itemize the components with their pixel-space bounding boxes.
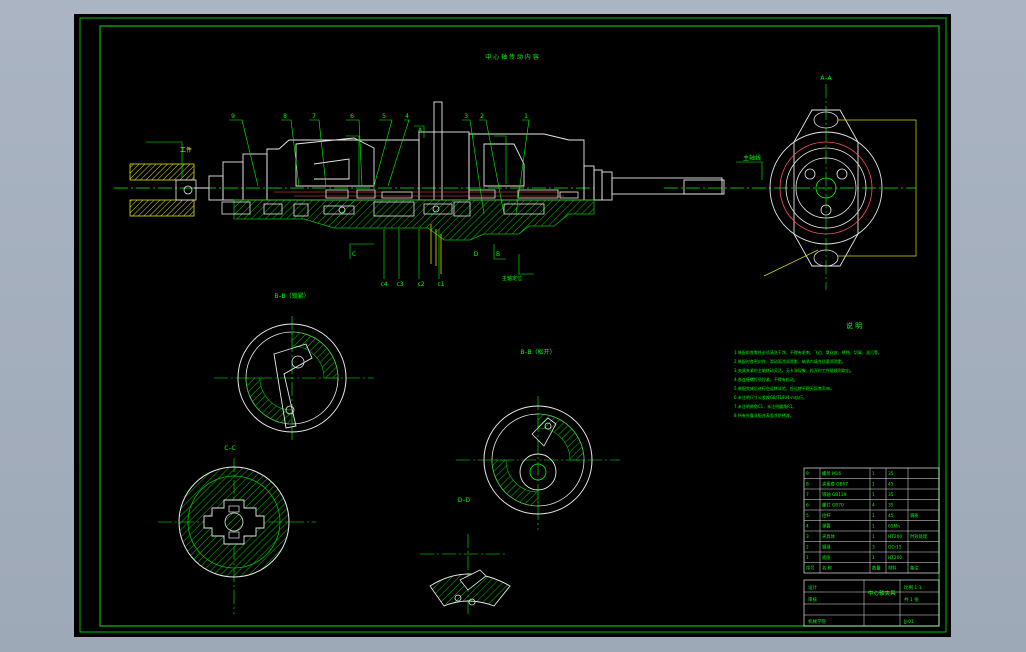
note-line-2: 2.装配时各密封件、滑动面涂润滑脂，轴承内填充适量润滑脂。	[734, 358, 846, 364]
view-cc-label: C–C	[224, 445, 235, 452]
balloon-3: 3	[464, 113, 468, 120]
bom-row-8-qty: 1	[872, 482, 875, 488]
bom-row-1-name: 底座	[822, 554, 831, 561]
bom-header-qty: 数量	[872, 565, 881, 572]
bom-row-5-note: 调质	[910, 512, 919, 519]
title-name: 中心轴夹具	[868, 589, 896, 597]
view-aa: A–A	[763, 75, 917, 290]
view-dd-label: D–D	[458, 497, 471, 504]
bom-row-1-no: 1	[806, 555, 809, 561]
sub-balloon-c3: c3	[396, 281, 403, 288]
bom-row-1-qty: 1	[872, 555, 875, 561]
title-block: 设计 审核 机械学院 中心轴夹具 比例 1:1 共 1 张 JJ-01	[803, 579, 940, 627]
bom-row-5-name: 拉杆	[822, 512, 831, 519]
cad-drawing: 中 心 轴 传 动 内 容	[79, 17, 947, 633]
section-letter-d: D	[474, 251, 479, 258]
bom-row-4-qty: 1	[872, 524, 875, 530]
bom-row-8-name: 夹紧套 GB67	[822, 481, 848, 488]
bom-row-1-mat: HT200	[888, 555, 902, 561]
bom-row-2-no: 2	[806, 545, 809, 551]
view-cc: C–C	[158, 445, 316, 614]
technical-notes: 说 明 1.装配前各零件必须清洗干净，不得有毛刺、飞边、氧化皮、锈蚀、切屑、油污…	[734, 321, 882, 418]
bom-row-9-mat: 35	[888, 471, 894, 477]
bom-row-7-mat: 35	[888, 492, 894, 498]
bom-row-4-mat: 65Mn	[888, 524, 900, 530]
tag-workpiece: 工件	[180, 146, 192, 154]
note-axis-position: 主轴定位	[502, 275, 522, 282]
sub-balloon-c4: c4	[380, 281, 387, 288]
section-letter-b: B	[496, 251, 500, 258]
balloon-6: 6	[350, 113, 354, 120]
view-dd: D–D	[420, 497, 511, 614]
bom-header-mat: 材料	[888, 565, 897, 572]
section-letter-a: A	[418, 127, 423, 134]
note-line-6: 6.未注明尺寸公差按GB/T1804-m执行。	[734, 394, 807, 400]
balloon-1: 1	[524, 113, 528, 120]
bom-row-8-mat: 45	[888, 482, 894, 488]
balloon-2: 2	[480, 113, 484, 120]
note-line-5: 5.装配完成后进行空运转试验，应运转平稳无异常声响。	[734, 385, 834, 391]
bom-row-2-mat: GCr15	[888, 545, 902, 551]
bom-header-note: 备注	[910, 565, 919, 572]
bom-row-7-no: 7	[806, 492, 809, 498]
title-drawing-no: JJ-01	[903, 619, 914, 625]
view-bb-open-label: B–B（松开）	[520, 348, 555, 356]
note-line-7: 7.未注明倒角C1，未注明圆角R1。	[734, 403, 796, 409]
bom-row-5-qty: 1	[872, 513, 875, 519]
view-aa-label: A–A	[820, 75, 832, 82]
balloon-8: 8	[283, 113, 287, 120]
bom-row-7-qty: 1	[872, 492, 875, 498]
view-bb-locked: B–B（锁紧）	[214, 292, 374, 442]
title-sheet: 共 1 张	[904, 596, 919, 603]
top-label: 中 心 轴 传 动 内 容	[485, 53, 538, 61]
note-line-3: 3.夹具夹紧时主轴转动灵活，无卡滞现象，松开时工件能顺利取出。	[734, 367, 854, 373]
view-bb-locked-label: B–B（锁紧）	[274, 292, 309, 300]
inner-frame	[99, 25, 940, 627]
sub-balloon-c2: c2	[417, 281, 424, 288]
main-assembly: 9 8 7 6 5 4 3 2 1 c4 c3 c2 c1 A C D B	[114, 101, 916, 288]
outer-frame	[79, 17, 947, 633]
bom-header-name: 名 称	[822, 565, 833, 572]
notes-title: 说 明	[846, 321, 862, 330]
drawing-sheet[interactable]: 中 心 轴 传 动 内 容	[74, 14, 951, 637]
bom-row-9-no: 9	[806, 471, 809, 477]
bom-row-2-qty: 3	[872, 545, 875, 551]
balloon-9: 9	[231, 113, 235, 120]
bom-row-6-qty: 4	[872, 503, 875, 509]
bom-row-9-qty: 1	[872, 471, 875, 477]
title-scale: 比例 1:1	[904, 584, 922, 591]
bom-row-7-name: 销轴 GB119	[822, 491, 847, 498]
note-line-4: 4.各连接螺钉须拧紧，不得有松动。	[734, 376, 798, 382]
bom-row-3-mat: HT200	[888, 534, 902, 540]
title-school: 机械学院	[808, 618, 826, 625]
bom-row-3-no: 3	[806, 534, 809, 540]
bom-row-5-no: 5	[806, 513, 809, 519]
bom-row-8-no: 8	[806, 482, 809, 488]
bom-row-4-no: 4	[806, 524, 809, 530]
bom-header-no: 序号	[806, 565, 815, 572]
bom-row-4-name: 弹簧	[822, 523, 831, 530]
title-designer: 设计	[808, 584, 817, 591]
bom-row-9-name: 螺母 M16	[822, 470, 841, 477]
bom-row-6-no: 6	[806, 503, 809, 509]
bom-row-6-mat: 35	[888, 503, 894, 509]
section-letter-c: C	[352, 251, 356, 258]
bom-row-3-name: 夹具体	[822, 533, 836, 540]
bom-row-6-name: 螺钉 GB70	[822, 502, 844, 509]
view-bb-open: B–B（松开）	[456, 348, 620, 530]
tag-axis: 主轴线	[743, 154, 761, 162]
note-line-8: 8.所有外露非配合表面涂防锈漆。	[734, 412, 794, 418]
bom-row-3-qty: 1	[872, 534, 875, 540]
balloon-5: 5	[382, 113, 386, 120]
bom-row-2-name: 钢球	[822, 544, 831, 551]
bom-row-5-mat: 45	[888, 513, 894, 519]
sub-balloon-c1: c1	[437, 281, 444, 288]
title-checker: 审核	[808, 596, 817, 603]
note-line-1: 1.装配前各零件必须清洗干净，不得有毛刺、飞边、氧化皮、锈蚀、切屑、油污等。	[734, 349, 882, 355]
balloon-7: 7	[312, 113, 316, 120]
balloon-4: 4	[405, 113, 409, 120]
bom-row-3-note: 时效处理	[910, 533, 928, 540]
